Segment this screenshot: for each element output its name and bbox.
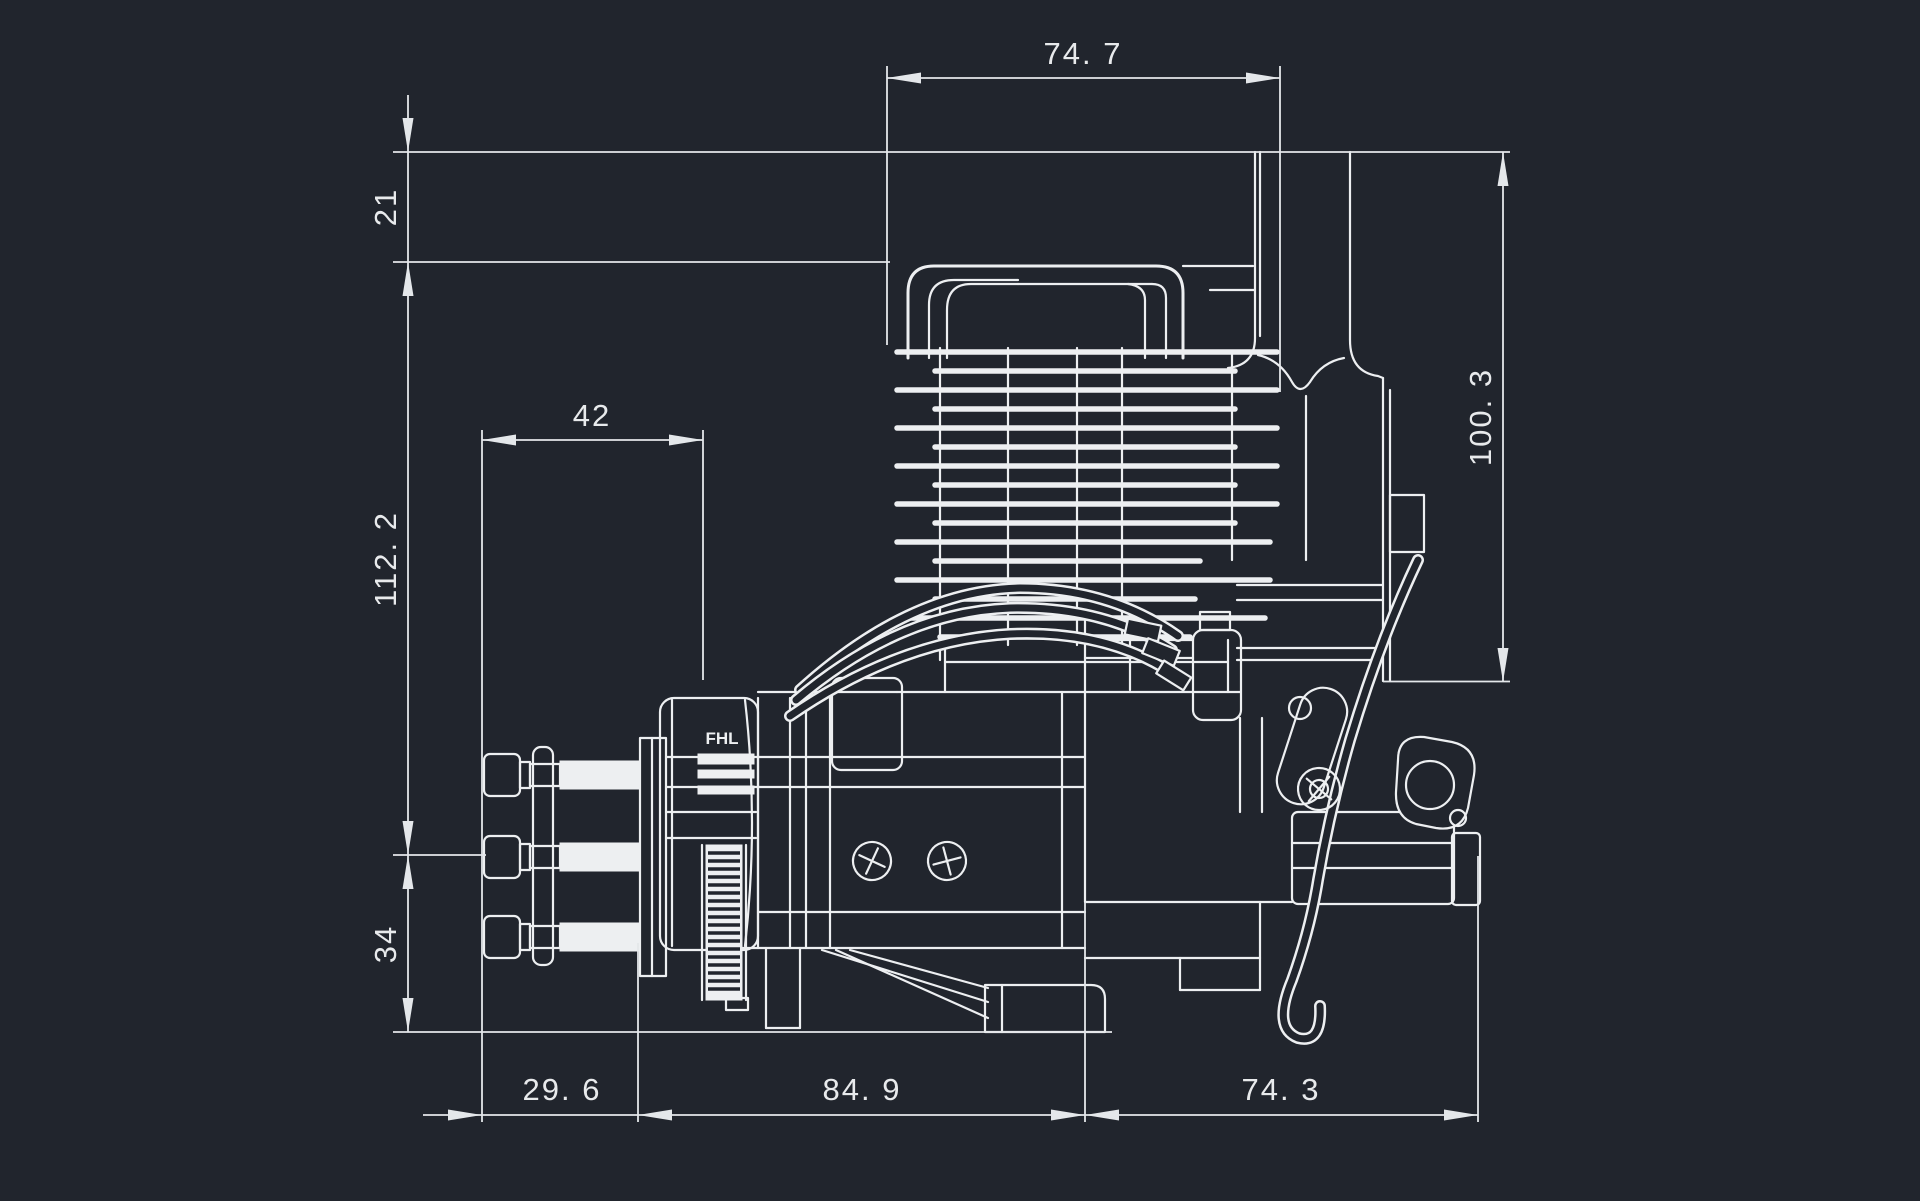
dim-muffler-height-label: 100. 3 — [1463, 368, 1498, 466]
carburetor-group — [784, 554, 1482, 1045]
dim-center-to-base-label: 34 — [368, 925, 403, 963]
crankcase-group — [664, 608, 1107, 1034]
dim-front-length-label: 29. 6 — [523, 1072, 602, 1107]
hub-brand-label: FHL — [705, 729, 738, 748]
dim-hub-length-label: 42 — [573, 398, 611, 433]
dimension-annotations: 74. 7 21 112. 2 34 100. 3 42 29. 6 84. 9… — [368, 36, 1510, 1122]
dim-cylinder-height-label: 112. 2 — [368, 511, 403, 607]
dim-top-width-label: 74. 7 — [1044, 36, 1123, 71]
dim-rear-length-label: 74. 3 — [1242, 1072, 1321, 1107]
engine-drawing — [482, 150, 1482, 1045]
starter-gear-teeth — [708, 851, 740, 991]
dim-head-to-muffler-top-label: 21 — [368, 188, 403, 226]
dim-case-length-label: 84. 9 — [823, 1072, 902, 1107]
cylinder-group — [894, 264, 1280, 694]
prop-hub-group — [482, 696, 760, 1012]
